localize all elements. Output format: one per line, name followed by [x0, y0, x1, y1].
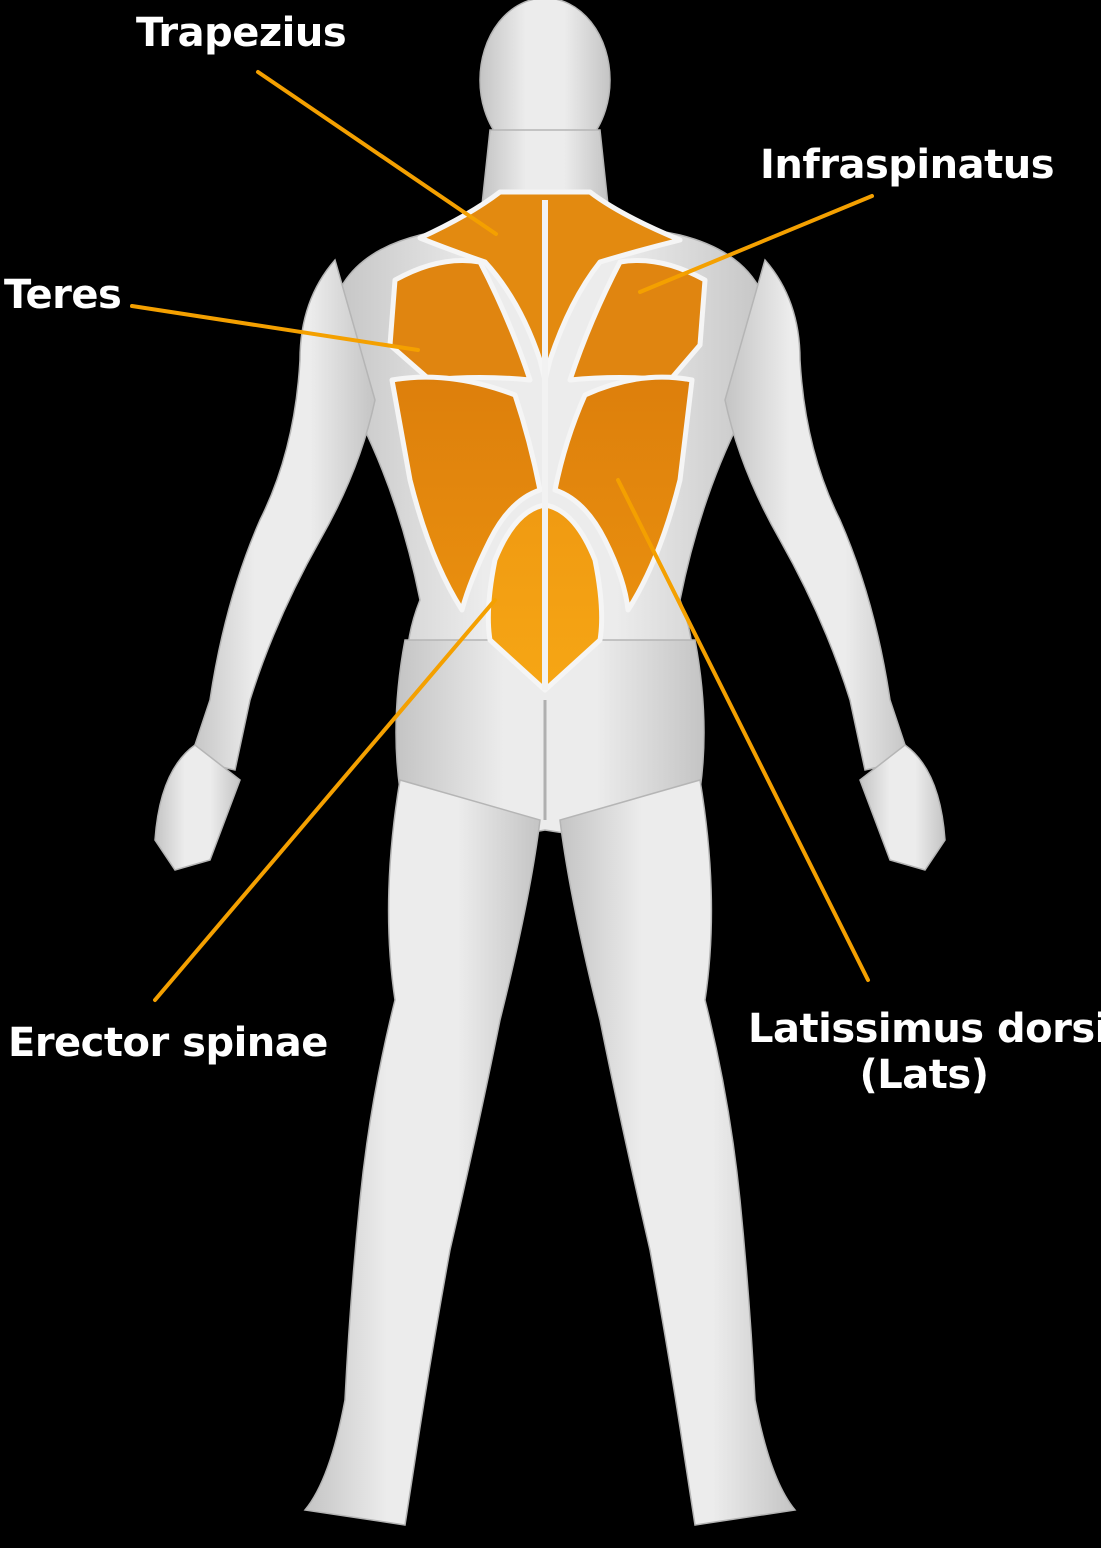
erector-spinae-label: Erector spinae: [8, 1020, 328, 1066]
leader-lines: [130, 70, 874, 1002]
left-latissimus-muscle: [389, 374, 543, 613]
left-arm: [189, 258, 376, 771]
right-arm: [724, 258, 911, 771]
left-teres-muscle: [387, 257, 533, 383]
infraspinatus-leader-line: [638, 194, 874, 294]
trapezius-muscle: [417, 189, 683, 383]
right-hand: [859, 744, 946, 871]
latissimus-label-line1: Latissimus dorsi: [748, 1006, 1101, 1052]
glutes: [395, 639, 705, 836]
erector-spinae-leader-line: [153, 598, 497, 1002]
highlighted-back-muscles: [387, 189, 708, 693]
latissimus-leader-line: [616, 478, 870, 982]
latissimus-dorsi-label: Latissimus dorsi (Lats): [748, 1006, 1101, 1098]
teres-leader-line: [130, 304, 420, 352]
left-hand: [154, 744, 241, 871]
teres-label: Teres: [4, 272, 122, 318]
right-leg: [559, 779, 797, 1526]
infraspinatus-label: Infraspinatus: [760, 142, 1055, 188]
trapezius-leader-line: [256, 70, 498, 236]
latissimus-label-line2: (Lats): [859, 1052, 989, 1098]
trapezius-label: Trapezius: [136, 10, 347, 56]
left-leg: [303, 779, 541, 1526]
